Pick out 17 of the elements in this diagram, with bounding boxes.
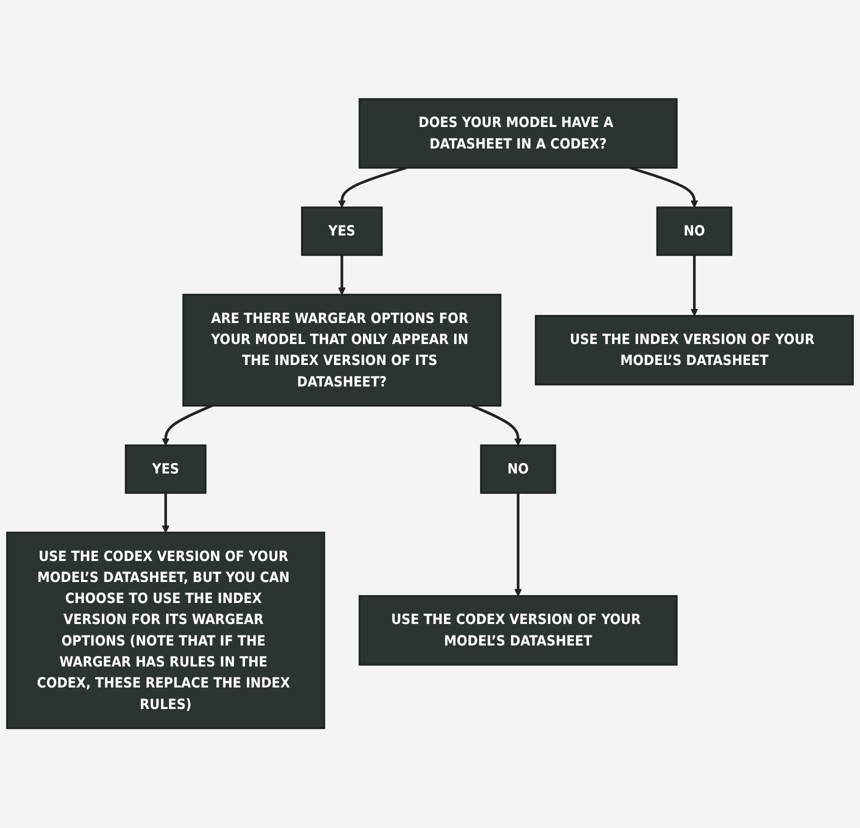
node-box: NO: [656, 206, 732, 256]
arrow: [514, 493, 522, 597]
node-box: USE THE CODEX VERSION OF YOUR MODEL’S DATASHEET, BUT YOU CAN CHOOSE TO USE THE INDEX VERSION FOR ITS WARGEAR OPTIONS (NOTE THAT IF THE WARGEAR HAS RULES IN THE CODEX, THESE REPLACE THE INDEX RULES): [6, 532, 326, 730]
arrow: [162, 493, 170, 534]
arrow: [162, 404, 213, 446]
arrow: [690, 255, 698, 317]
node-box: DOES YOUR MODEL HAVE A DATASHEET IN A CODEX?: [358, 98, 678, 170]
arrow: [338, 255, 346, 296]
node-box: NO: [480, 444, 556, 494]
node-box: USE THE CODEX VERSION OF YOUR MODEL’S DATASHEET: [358, 596, 678, 666]
arrow: [338, 166, 407, 208]
arrow: [471, 404, 522, 446]
arrow: [629, 166, 698, 208]
node-box: USE THE INDEX VERSION OF YOUR MODEL’S DATASHEET: [534, 315, 854, 386]
node-box: YES: [301, 206, 383, 256]
node-box: YES: [124, 444, 206, 494]
node-box: ARE THERE WARGEAR OPTIONS FOR YOUR MODEL THAT ONLY APPEAR IN THE INDEX VERSION OF ITS DATASHEET?: [182, 294, 502, 407]
